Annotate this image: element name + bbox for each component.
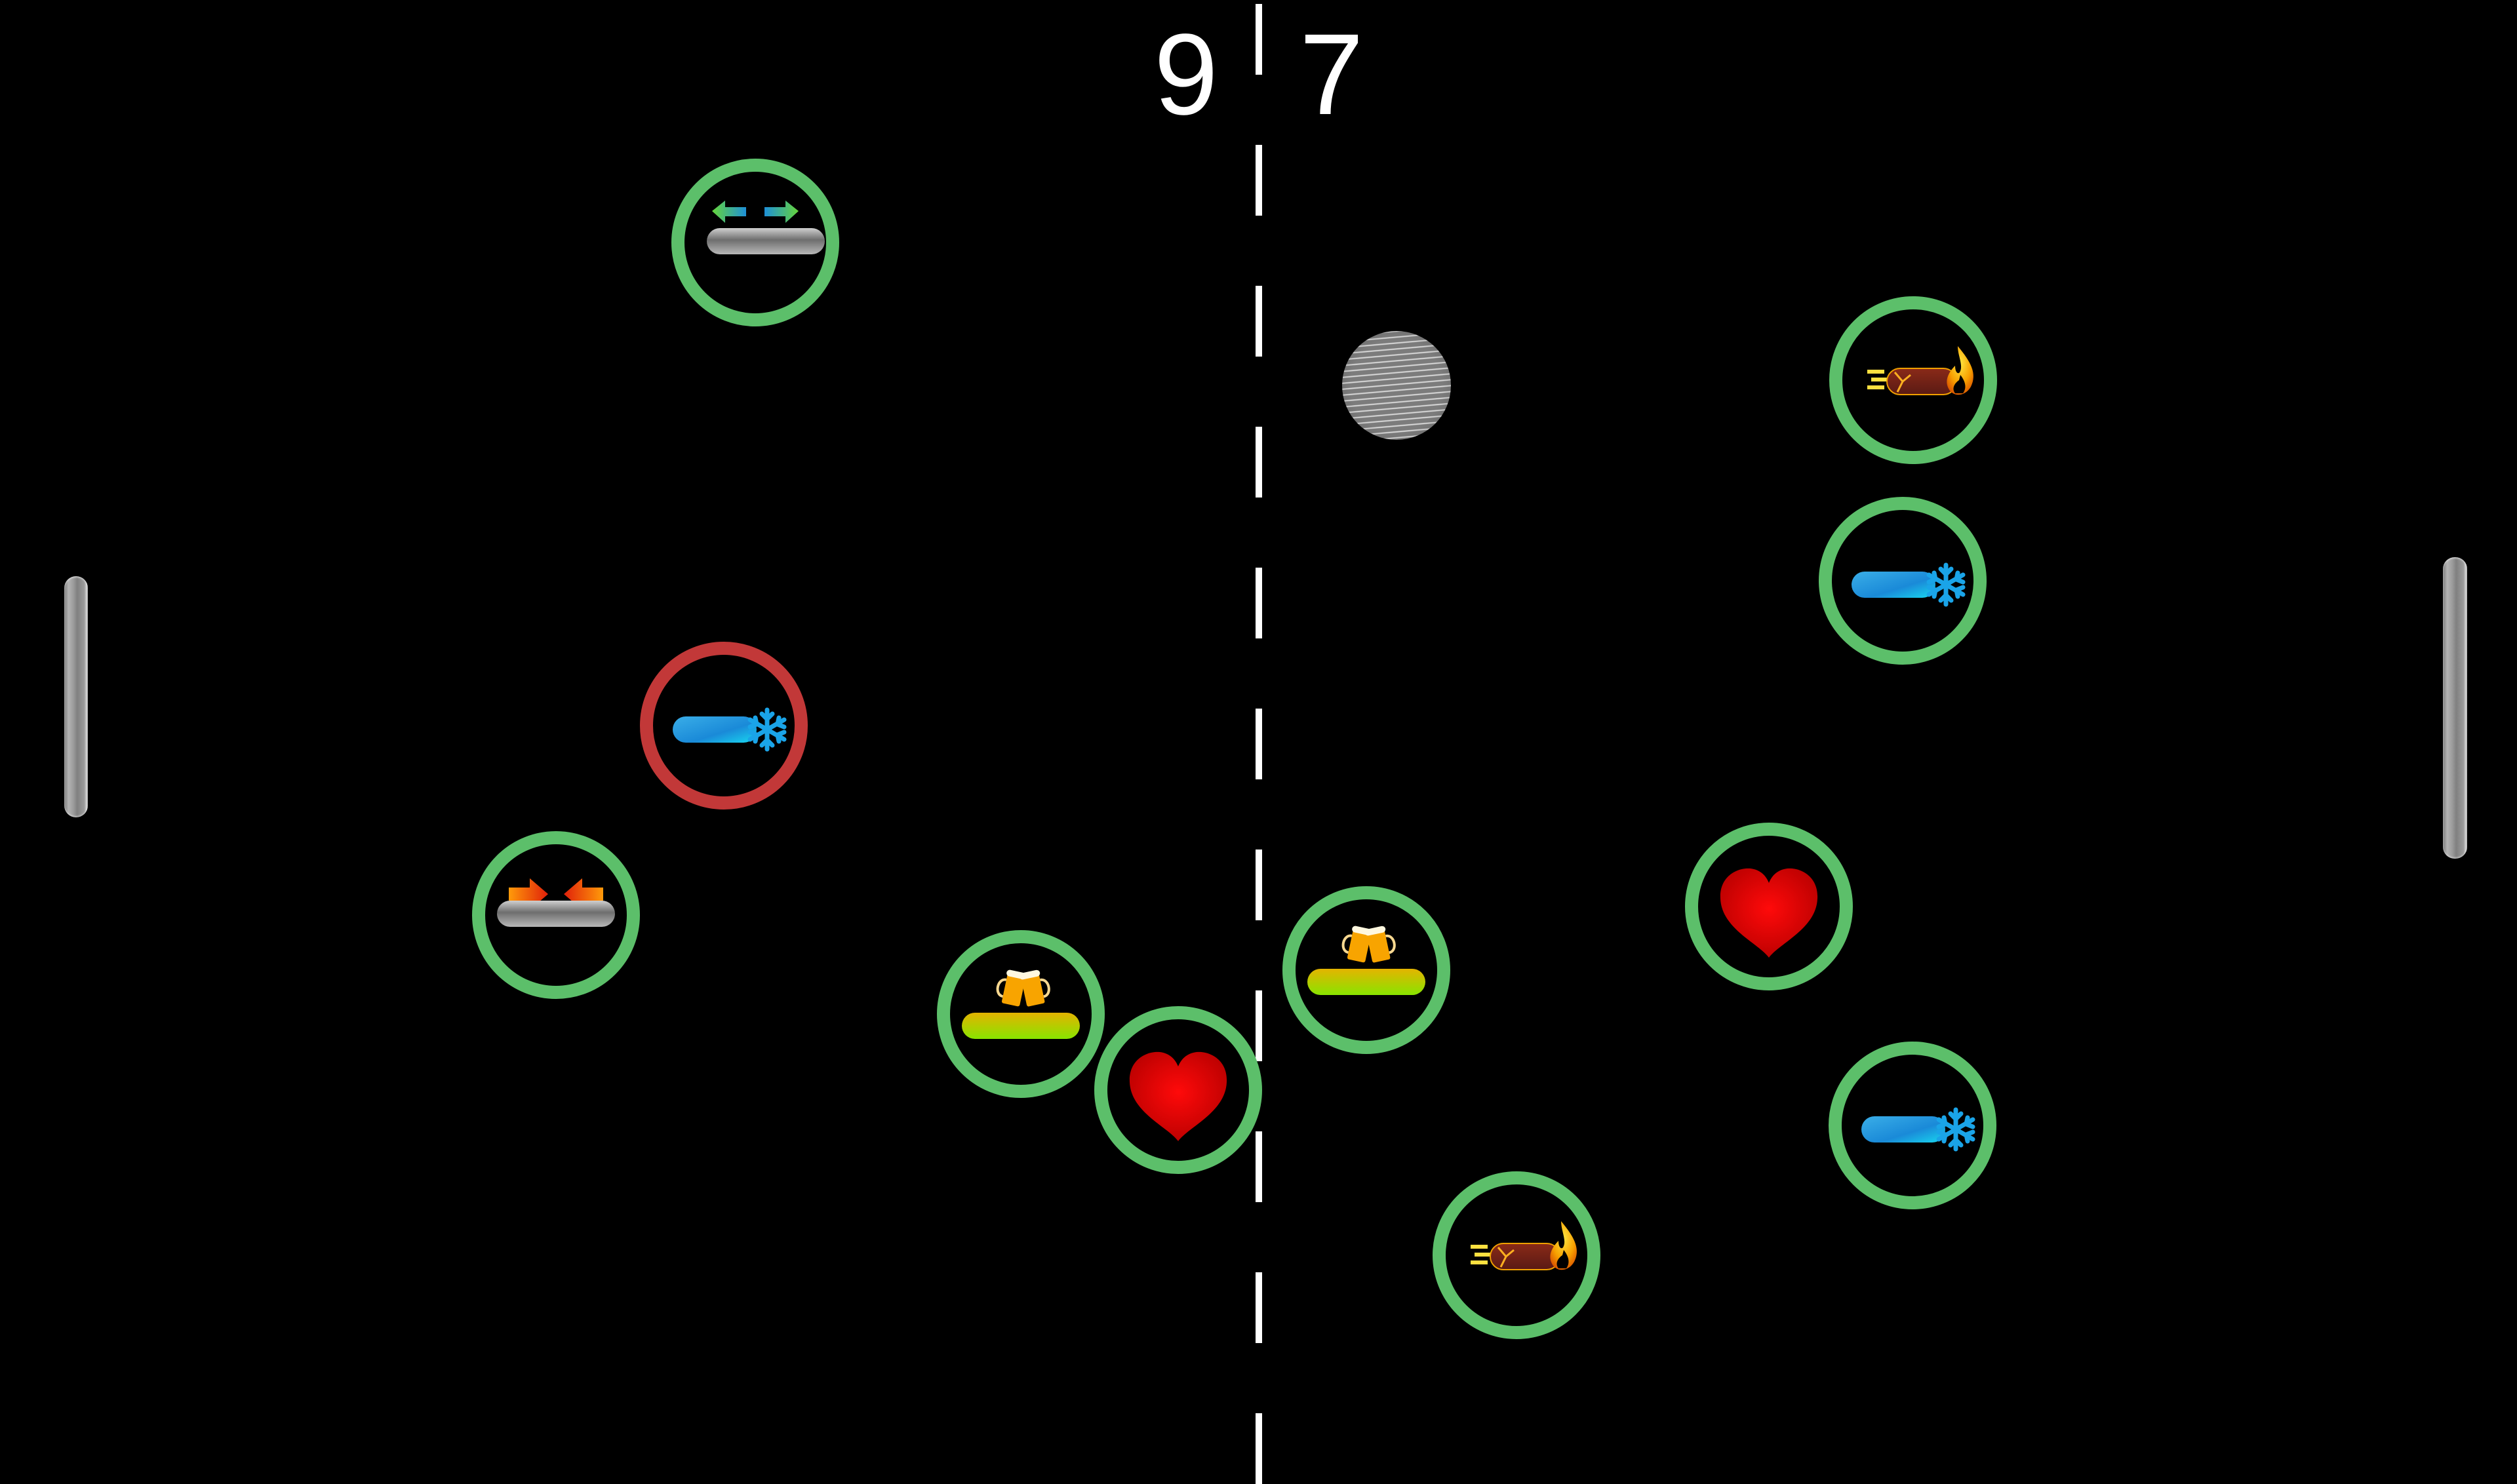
powerup-extra-life-heart xyxy=(1094,1006,1262,1174)
heart-icon xyxy=(1698,836,1840,977)
expand-paddle-icon xyxy=(684,172,826,313)
center-line-dash xyxy=(1256,4,1262,75)
right-paddle[interactable] xyxy=(2443,557,2467,859)
ball xyxy=(1342,331,1451,440)
beer-mugs-icon xyxy=(1296,899,1437,1041)
game-field: 9 7 xyxy=(64,4,2467,1484)
heart-icon xyxy=(1107,1019,1249,1161)
powerup-beer-drunk-paddle xyxy=(1282,886,1450,1054)
powerup-freeze-paddle xyxy=(1819,497,1987,665)
left-paddle[interactable] xyxy=(64,576,88,817)
freeze-paddle-icon xyxy=(1842,1055,1983,1196)
center-line-dash xyxy=(1256,1272,1262,1343)
freeze-paddle-icon xyxy=(1832,510,1973,652)
center-line-dash xyxy=(1256,709,1262,779)
powerup-freeze-paddle-negative xyxy=(640,642,808,810)
right-player-score: 7 xyxy=(1299,10,1364,139)
shrink-paddle-icon xyxy=(485,844,627,986)
center-line-dash xyxy=(1256,568,1262,638)
left-player-score: 9 xyxy=(1154,10,1218,139)
center-line-dash xyxy=(1256,427,1262,498)
freeze-paddle-icon xyxy=(653,655,795,796)
center-line-dash xyxy=(1256,990,1262,1061)
center-line-dash xyxy=(1256,286,1262,357)
powerup-beer-drunk-paddle xyxy=(937,930,1105,1098)
center-line-dash xyxy=(1256,849,1262,920)
beer-mugs-icon xyxy=(950,943,1092,1085)
center-line-dash xyxy=(1256,1131,1262,1202)
powerup-expand-paddle xyxy=(671,159,839,326)
powerup-extra-life-heart xyxy=(1685,823,1853,990)
fire-ball-icon xyxy=(1446,1184,1587,1326)
center-line-dash xyxy=(1256,145,1262,216)
center-line-dash xyxy=(1256,1413,1262,1484)
powerup-freeze-paddle xyxy=(1829,1042,1996,1209)
fire-ball-icon xyxy=(1842,309,1984,451)
powerup-shrink-paddle xyxy=(472,831,640,999)
powerup-fire-ball xyxy=(1433,1171,1600,1339)
powerup-fire-ball xyxy=(1829,296,1997,464)
